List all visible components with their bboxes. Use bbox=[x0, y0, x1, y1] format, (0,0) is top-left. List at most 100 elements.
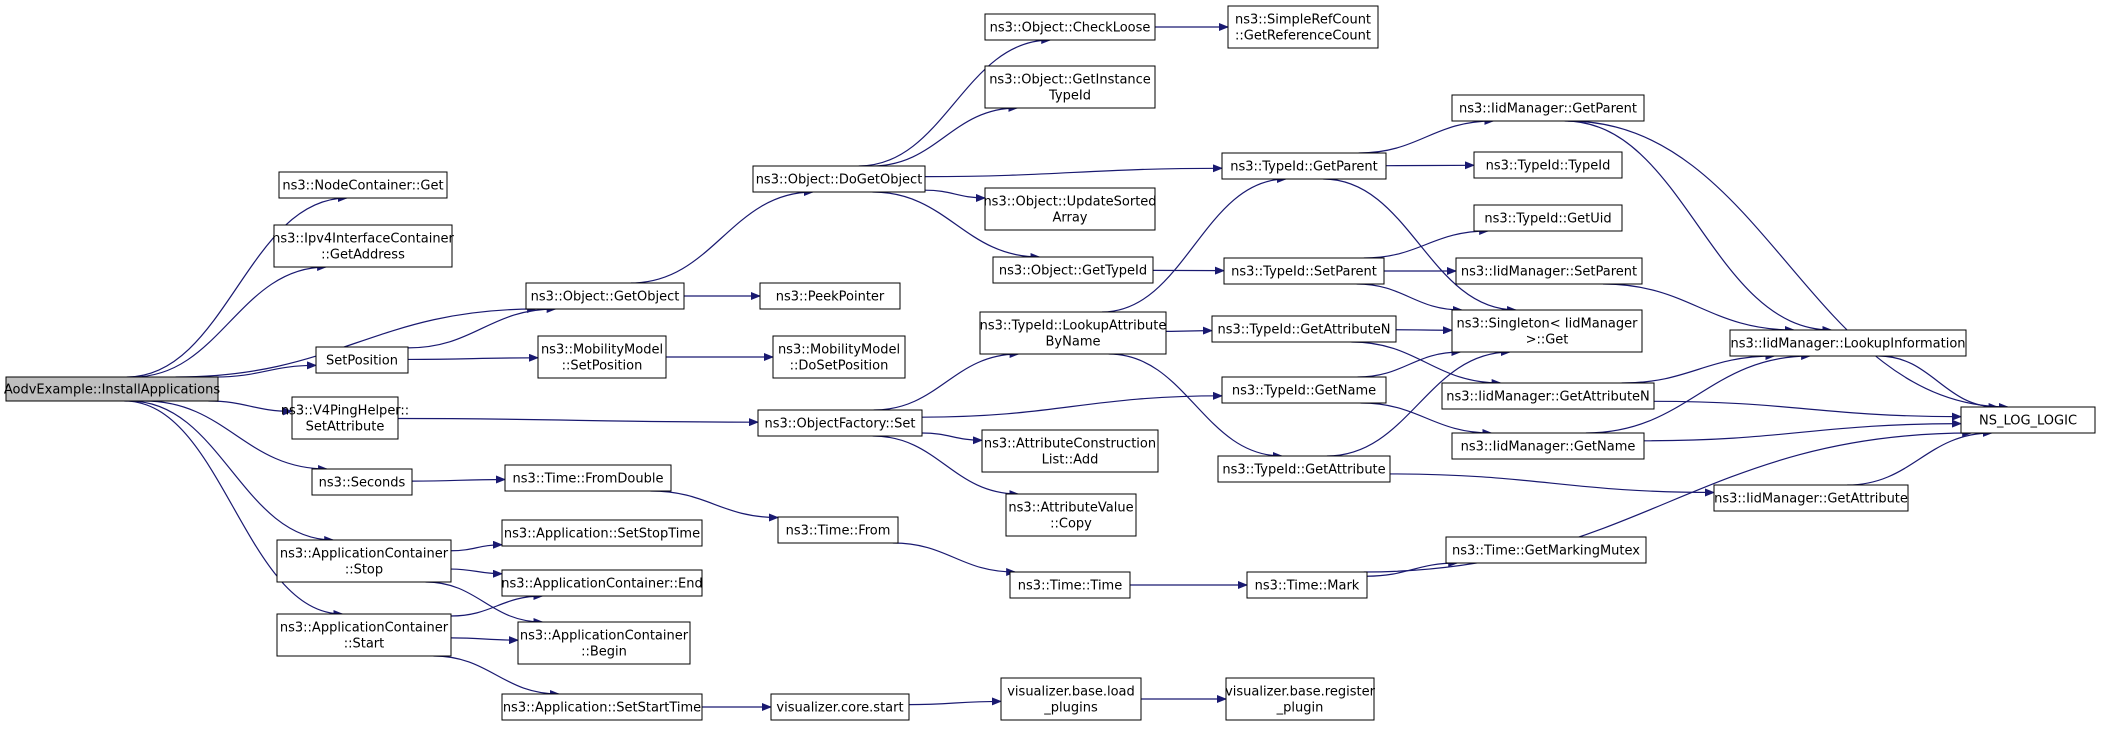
node-iidmanager-getattribute[interactable]: ns3::IidManager::GetAttribute bbox=[1713, 484, 1909, 512]
node-visualizer-base-load-plugins[interactable]: visualizer.base.load_plugins bbox=[1000, 677, 1142, 721]
node-box bbox=[984, 13, 1156, 41]
node-iidmanager-getparent[interactable]: ns3::IidManager::GetParent bbox=[1451, 94, 1645, 122]
node-time-mark[interactable]: ns3::Time::Mark bbox=[1246, 571, 1368, 599]
node-box bbox=[777, 516, 899, 544]
node-box bbox=[757, 409, 923, 437]
node-visualizer-core-start[interactable]: visualizer.core.start bbox=[770, 693, 910, 721]
node-box bbox=[278, 171, 448, 199]
node-mobility-dosetposition[interactable]: ns3::MobilityModel::DoSetPosition bbox=[772, 335, 906, 379]
node-seconds[interactable]: ns3::Seconds bbox=[311, 468, 413, 496]
node-label: NS_LOG_LOGIC bbox=[1979, 414, 2077, 429]
node-app-setstarttime[interactable]: ns3::Application::SetStartTime bbox=[501, 693, 703, 721]
node-appcontainer-begin[interactable]: ns3::ApplicationContainer::Begin bbox=[517, 621, 691, 665]
node-box bbox=[1473, 151, 1623, 179]
node-box bbox=[315, 346, 409, 374]
node-typeid-getuid[interactable]: ns3::TypeId::GetUid bbox=[1473, 204, 1623, 232]
edge-aodv_install-to-appcontainer_stop bbox=[129, 400, 335, 544]
node-appcontainer-start[interactable]: ns3::ApplicationContainer::Start bbox=[276, 613, 452, 657]
node-attributevalue-copy[interactable]: ns3::AttributeValue::Copy bbox=[1005, 493, 1137, 537]
node-label: ns3::IidManager::GetAttribute bbox=[1714, 492, 1908, 507]
node-box bbox=[1225, 677, 1375, 721]
node-typeid-getattributen[interactable]: ns3::TypeId::GetAttributeN bbox=[1211, 315, 1397, 343]
node-mobility-setposition[interactable]: ns3::MobilityModel::SetPosition bbox=[537, 335, 667, 379]
node-label: ns3::TypeId::GetParent bbox=[1230, 160, 1378, 175]
node-label: ns3::MobilityModel bbox=[541, 343, 663, 358]
edge-objectfactory_set-to-attributevalue_copy bbox=[872, 435, 1020, 498]
edge-time_mark-to-time_getmarkingmutex bbox=[1366, 559, 1459, 577]
node-label: ::GetAddress bbox=[321, 248, 405, 263]
node-iidmanager-setparent[interactable]: ns3::IidManager::SetParent bbox=[1455, 257, 1643, 285]
edge-visualizer_core_start-to-visualizer_base_load_plugins bbox=[908, 697, 1002, 706]
node-typeid-getparent[interactable]: ns3::TypeId::GetParent bbox=[1221, 152, 1387, 180]
node-object-getobject[interactable]: ns3::Object::GetObject bbox=[525, 282, 685, 310]
node-label: ns3::NodeContainer::Get bbox=[282, 179, 443, 194]
node-layer: AodvExample::InstallApplications ns3::Nod… bbox=[4, 5, 2096, 721]
node-box bbox=[1445, 536, 1647, 564]
node-typeid-getattribute[interactable]: ns3::TypeId::GetAttribute bbox=[1217, 455, 1391, 483]
node-peekpointer[interactable]: ns3::PeekPointer bbox=[759, 282, 901, 310]
node-iidmanager-getname[interactable]: ns3::IidManager::GetName bbox=[1451, 432, 1645, 460]
node-box bbox=[1729, 329, 1967, 357]
node-object-dogetobject[interactable]: ns3::Object::DoGetObject bbox=[752, 165, 926, 193]
node-time-getmarkingmutex[interactable]: ns3::Time::GetMarkingMutex bbox=[1445, 536, 1647, 564]
node-setposition[interactable]: SetPosition bbox=[315, 346, 409, 374]
node-typeid-typeid[interactable]: ns3::TypeId::TypeId bbox=[1473, 151, 1623, 179]
node-box bbox=[981, 429, 1159, 473]
node-time-time[interactable]: ns3::Time::Time bbox=[1009, 571, 1131, 599]
node-simplerefcount-getrefcount[interactable]: ns3::SimpleRefCount::GetReferenceCount bbox=[1227, 5, 1379, 49]
node-label: ns3::ApplicationContainer bbox=[520, 629, 689, 644]
node-ns-log-logic[interactable]: NS_LOG_LOGIC bbox=[1960, 406, 2096, 434]
node-label: ::SetPosition bbox=[562, 359, 643, 374]
node-box bbox=[517, 621, 691, 665]
node-v4ping-setattribute[interactable]: ns3::V4PingHelper::SetAttribute bbox=[281, 396, 409, 440]
node-appcontainer-end[interactable]: ns3::ApplicationContainer::End bbox=[501, 569, 703, 597]
node-iidmanager-getattributen[interactable]: ns3::IidManager::GetAttributeN bbox=[1441, 382, 1655, 410]
node-label: ns3::TypeId::LookupAttribute bbox=[980, 319, 1167, 334]
node-label: ::Start bbox=[344, 637, 385, 652]
node-iidmanager-lookupinformation[interactable]: ns3::IidManager::LookupInformation bbox=[1729, 329, 1967, 357]
node-label: SetAttribute bbox=[306, 420, 385, 435]
node-label: ns3::Object::GetObject bbox=[531, 290, 680, 305]
node-aodv-install[interactable]: AodvExample::InstallApplications bbox=[4, 376, 220, 402]
node-label: List::Add bbox=[1042, 453, 1099, 468]
edge-typeid_lookupattributebyname-to-typeid_getattributen bbox=[1165, 326, 1213, 335]
node-ipv4-getaddress[interactable]: ns3::Ipv4InterfaceContainer::GetAddress bbox=[272, 224, 455, 268]
edge-typeid_getparent-to-singleton_get bbox=[1323, 178, 1518, 314]
node-label: ns3::Object::UpdateSorted bbox=[983, 195, 1156, 210]
node-box bbox=[1211, 315, 1397, 343]
edge-time_mark-to-ns_log_logic bbox=[1363, 429, 1973, 573]
node-box bbox=[1960, 406, 2096, 434]
node-singleton-get[interactable]: ns3::Singleton< IidManager>::Get bbox=[1451, 309, 1643, 353]
node-time-fromdouble[interactable]: ns3::Time::FromDouble bbox=[504, 464, 672, 492]
node-appcontainer-stop[interactable]: ns3::ApplicationContainer::Stop bbox=[276, 539, 452, 583]
node-box bbox=[1713, 484, 1909, 512]
edge-iidmanager_getparent-to-ns_log_logic bbox=[1567, 120, 2009, 411]
node-label: _plugin bbox=[1276, 701, 1324, 716]
node-object-gettypeid[interactable]: ns3::Object::GetTypeId bbox=[992, 256, 1154, 284]
node-objectfactory-set[interactable]: ns3::ObjectFactory::Set bbox=[757, 409, 923, 437]
node-box bbox=[1221, 152, 1387, 180]
node-visualizer-base-register-plugin[interactable]: visualizer.base.register_plugin bbox=[1225, 677, 1376, 721]
node-label: ns3::IidManager::GetName bbox=[1461, 440, 1636, 455]
edge-typeid_lookupattributebyname-to-typeid_getattribute bbox=[1108, 353, 1283, 460]
node-typeid-setparent[interactable]: ns3::TypeId::SetParent bbox=[1223, 257, 1385, 285]
edge-layer bbox=[124, 23, 2009, 711]
node-object-checkloose[interactable]: ns3::Object::CheckLoose bbox=[984, 13, 1156, 41]
edge-iidmanager_getattributen-to-iidmanager_lookupinformation bbox=[1621, 352, 1776, 384]
node-typeid-getname[interactable]: ns3::TypeId::GetName bbox=[1221, 376, 1387, 404]
edge-iidmanager_setparent-to-iidmanager_lookupinformation bbox=[1602, 283, 1796, 334]
node-nodecontainer-get[interactable]: ns3::NodeContainer::Get bbox=[278, 171, 448, 199]
node-time-from[interactable]: ns3::Time::From bbox=[777, 516, 899, 544]
node-box bbox=[984, 65, 1156, 109]
node-label: ns3::ApplicationContainer bbox=[280, 547, 449, 562]
node-label: ns3::Ipv4InterfaceContainer bbox=[272, 232, 454, 247]
node-label: ::Copy bbox=[1050, 517, 1092, 532]
edge-iidmanager_lookupinformation-to-ns_log_logic bbox=[1878, 355, 1999, 411]
edge-appcontainer_stop-to-appcontainer_begin bbox=[425, 581, 544, 626]
node-app-setstoptime[interactable]: ns3::Application::SetStopTime bbox=[501, 519, 703, 547]
